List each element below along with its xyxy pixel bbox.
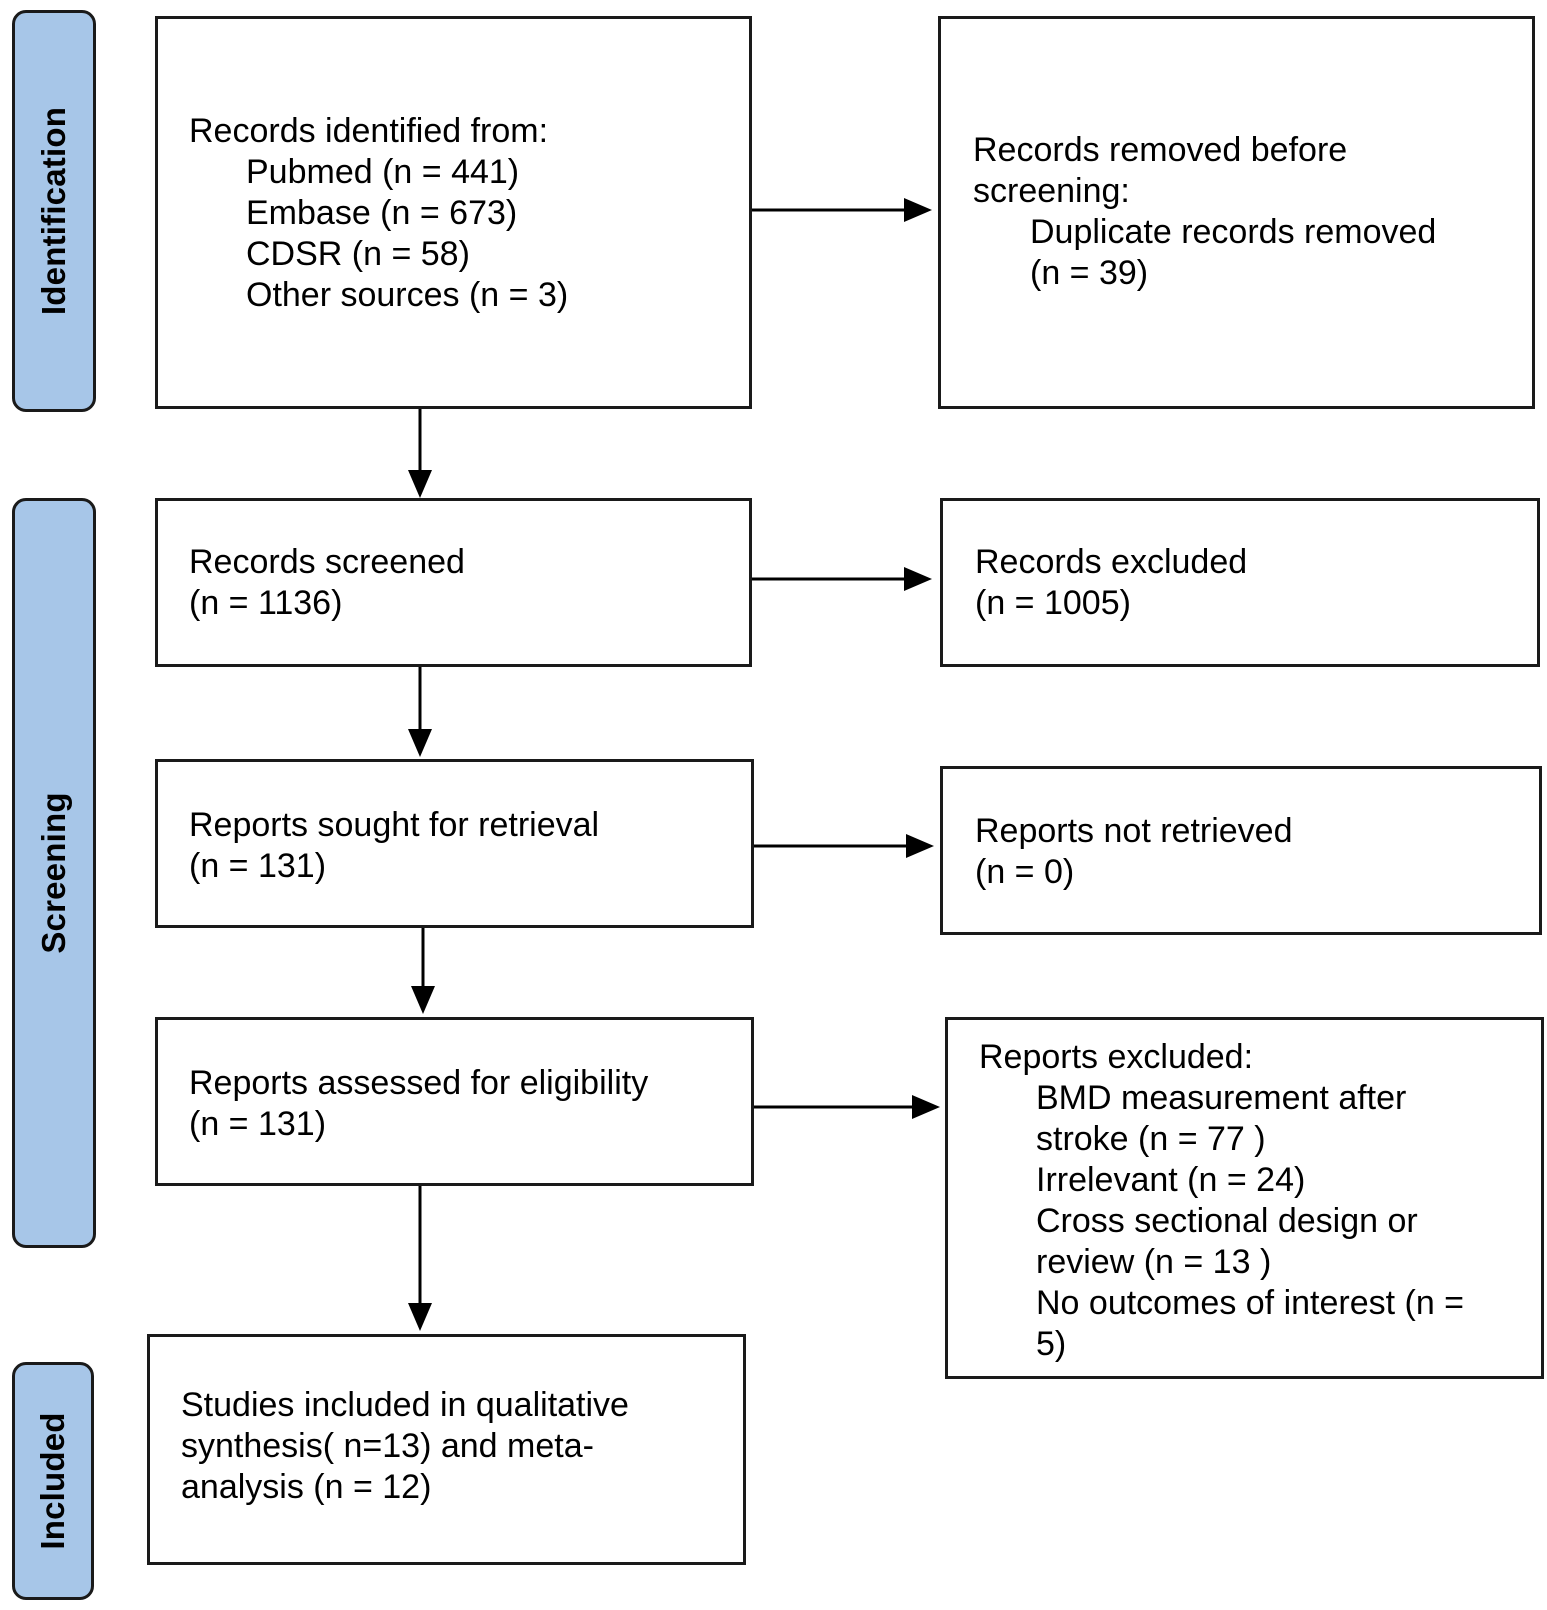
- reports-not-retrieved-count: (n = 0): [975, 853, 1075, 891]
- phase-identification: Identification: [12, 10, 96, 412]
- arrow-sought-to-not-retrieved: [733, 834, 934, 858]
- records-removed-box: Records removed before screening: Duplic…: [938, 16, 1535, 409]
- reports-sought-box: Reports sought for retrieval (n = 131): [155, 759, 754, 928]
- reports-not-retrieved-box: Reports not retrieved (n = 0): [940, 766, 1542, 935]
- records-removed-heading-1: Records removed before: [973, 131, 1348, 169]
- studies-included-line: analysis (n = 12): [181, 1468, 432, 1506]
- reports-sought-title: Reports sought for retrieval: [189, 806, 600, 844]
- reports-assessed-title: Reports assessed for eligibility: [189, 1064, 649, 1102]
- exclusion-reason-line: 5): [1036, 1325, 1067, 1363]
- exclusion-reason-line: No outcomes of interest (n =: [1036, 1284, 1465, 1322]
- phase-included-label: Included: [34, 1412, 71, 1550]
- source-embase: Embase (n = 673): [246, 194, 518, 232]
- arrow-identified-to-removed: [731, 198, 932, 222]
- arrow-screened-to-excluded: [731, 567, 932, 591]
- arrow-screened-to-sought: [408, 667, 432, 757]
- studies-included-line: synthesis( n=13) and meta-: [181, 1427, 594, 1465]
- records-identified-box: Records identified from: Pubmed (n = 441…: [155, 16, 752, 409]
- records-identified-heading: Records identified from:: [189, 112, 549, 150]
- source-cdsr: CDSR (n = 58): [246, 235, 470, 273]
- records-removed-heading-2: screening:: [973, 172, 1130, 210]
- phase-screening: Screening: [12, 498, 96, 1248]
- duplicate-records-count: (n = 39): [1030, 254, 1149, 292]
- records-screened-box: Records screened (n = 1136): [155, 498, 752, 667]
- exclusion-reason-line: BMD measurement after: [1036, 1079, 1407, 1117]
- source-other: Other sources (n = 3): [246, 276, 569, 314]
- phase-included: Included: [12, 1362, 94, 1600]
- reports-assessed-count: (n = 131): [189, 1105, 327, 1143]
- records-screened-count: (n = 1136): [189, 584, 343, 622]
- exclusion-reason-line: Cross sectional design or: [1036, 1202, 1418, 1240]
- records-excluded-title: Records excluded: [975, 543, 1248, 581]
- studies-included-box: Studies included in qualitative synthesi…: [147, 1334, 746, 1565]
- records-screened-title: Records screened: [189, 543, 465, 581]
- records-excluded-count: (n = 1005): [975, 584, 1131, 622]
- arrow-identified-to-screened: [408, 408, 432, 498]
- reports-excluded-heading: Reports excluded:: [979, 1038, 1254, 1076]
- source-pubmed: Pubmed (n = 441): [246, 153, 520, 191]
- records-excluded-box: Records excluded (n = 1005): [940, 498, 1540, 667]
- studies-included-line: Studies included in qualitative: [181, 1386, 629, 1424]
- reports-not-retrieved-title: Reports not retrieved: [975, 812, 1293, 850]
- reports-assessed-box: Reports assessed for eligibility (n = 13…: [155, 1017, 754, 1186]
- exclusion-reason-line: Irrelevant (n = 24): [1036, 1161, 1306, 1199]
- arrow-sought-to-assessed: [411, 928, 435, 1014]
- reports-excluded-box: Reports excluded: BMD measurement after …: [945, 1017, 1544, 1379]
- arrow-assessed-to-excluded: [733, 1095, 940, 1119]
- arrow-assessed-to-included: [408, 1186, 432, 1331]
- phase-identification-label: Identification: [35, 106, 72, 316]
- exclusion-reason-line: stroke (n = 77 ): [1036, 1120, 1266, 1158]
- exclusion-reason-line: review (n = 13 ): [1036, 1243, 1272, 1281]
- phase-screening-label: Screening: [35, 792, 72, 954]
- duplicate-records-label: Duplicate records removed: [1030, 213, 1437, 251]
- reports-sought-count: (n = 131): [189, 847, 327, 885]
